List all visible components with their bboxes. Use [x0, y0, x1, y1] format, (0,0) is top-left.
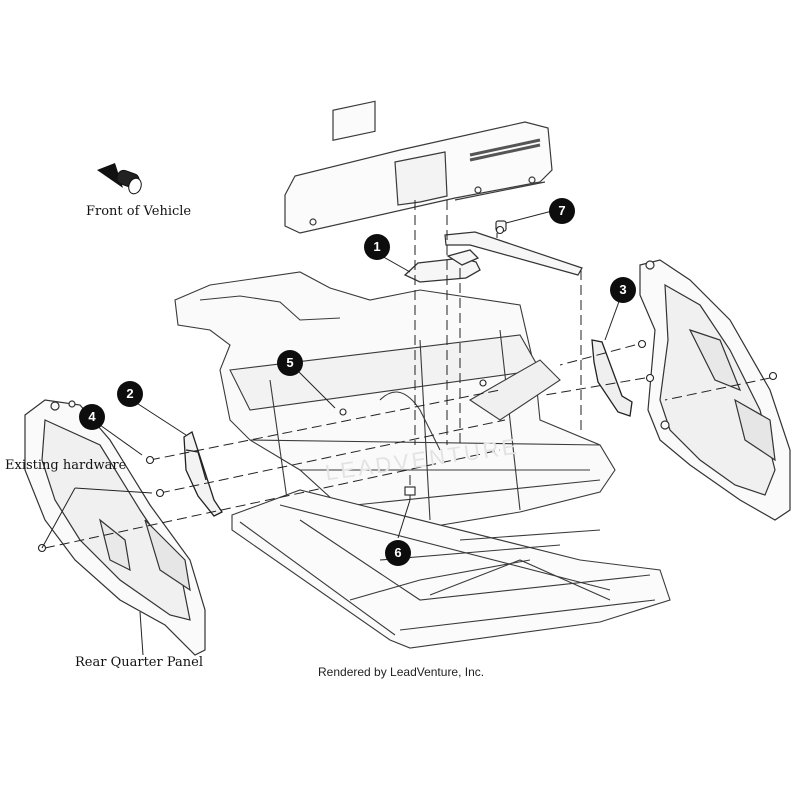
callout-4: 4: [79, 404, 105, 430]
front-of-vehicle-label: Front of Vehicle: [86, 204, 192, 219]
callout-3: 3: [610, 277, 636, 303]
leader-lines: [41, 209, 622, 656]
existing-hardware-label: Existing hardware: [5, 458, 127, 473]
bracket-3: [591, 339, 633, 417]
front-arrow-icon: [97, 163, 142, 195]
left-quarter-panel: [24, 399, 206, 656]
chassis-frame: [174, 271, 616, 533]
callout-6: 6: [385, 540, 411, 566]
bracket-2: [183, 431, 223, 517]
right-quarter-panel: [639, 259, 791, 521]
callout-7: 7: [549, 198, 575, 224]
callout-5: 5: [277, 350, 303, 376]
bracket-1: [403, 249, 481, 283]
callout-2: 2: [117, 381, 143, 407]
assembly-lines: [44, 200, 771, 549]
rear-quarter-panel-label: Rear Quarter Panel: [75, 655, 203, 670]
render-credit: Rendered by LeadVenture, Inc.: [318, 665, 485, 679]
dash-panel: [284, 100, 553, 234]
callout-1: 1: [364, 234, 390, 260]
fasteners: [37, 225, 778, 553]
